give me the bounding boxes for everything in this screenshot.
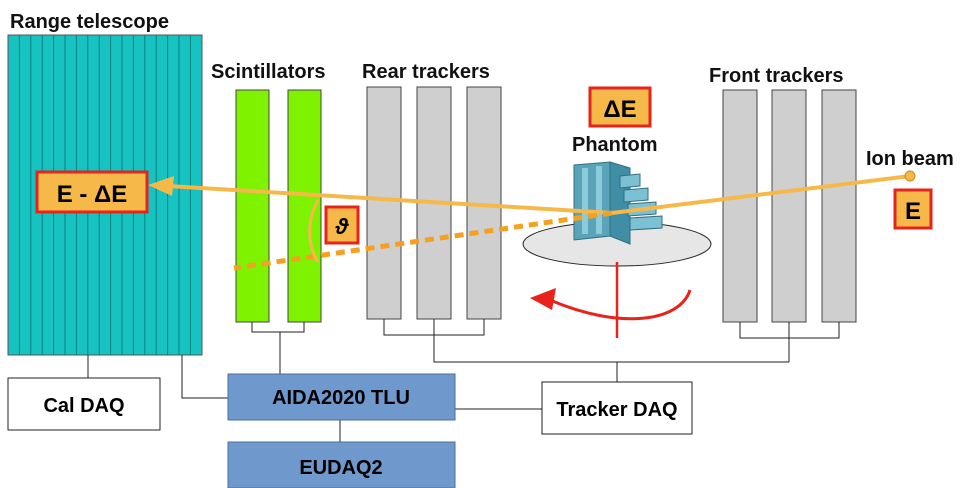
front-tracker-3	[821, 89, 857, 323]
energy-loss-box	[588, 86, 652, 128]
scintillators-label: Scintillators	[211, 61, 325, 83]
tlu-box	[227, 373, 456, 421]
energy-loss-label: ΔE	[603, 96, 636, 123]
energy-out-label: E - ΔE	[57, 181, 128, 208]
cal-daq-box	[7, 377, 161, 431]
outgoing-beam	[167, 184, 613, 215]
beam-source-dot	[904, 170, 916, 182]
ion-beam-label: Ion beam	[866, 148, 954, 170]
phantom-label: Phantom	[572, 134, 658, 156]
rear-tracker-1	[366, 86, 402, 320]
beam-arrow-head	[148, 176, 174, 196]
energy-out-box	[35, 170, 149, 214]
scintillator-1	[235, 89, 270, 323]
angle-arc	[308, 199, 320, 263]
tlu-label: AIDA2020 TLU	[272, 387, 410, 409]
front-tracker-2	[771, 89, 807, 323]
range-telescope-label: Range telescope	[10, 11, 169, 33]
cal-daq-label: Cal DAQ	[43, 395, 124, 417]
eudaq-label: EUDAQ2	[299, 457, 382, 479]
angle-box	[324, 205, 360, 245]
tracker-daq-box	[541, 381, 693, 435]
energy-in-box	[893, 188, 933, 230]
front-tracker-1	[722, 89, 758, 323]
rear-trackers-label: Rear trackers	[362, 61, 490, 83]
incoming-beam	[611, 174, 911, 215]
rotation-arrow	[549, 289, 692, 321]
straight-extrapolation	[233, 210, 613, 271]
rotation-arrow-head	[530, 288, 556, 310]
phantom	[573, 161, 663, 245]
tracker-daq-label: Tracker DAQ	[556, 399, 677, 421]
angle-label: ϑ	[334, 214, 349, 239]
front-trackers-label: Front trackers	[709, 65, 844, 87]
energy-in-label: E	[905, 198, 921, 225]
connection-lines	[87, 319, 840, 442]
eudaq-box	[227, 441, 456, 488]
